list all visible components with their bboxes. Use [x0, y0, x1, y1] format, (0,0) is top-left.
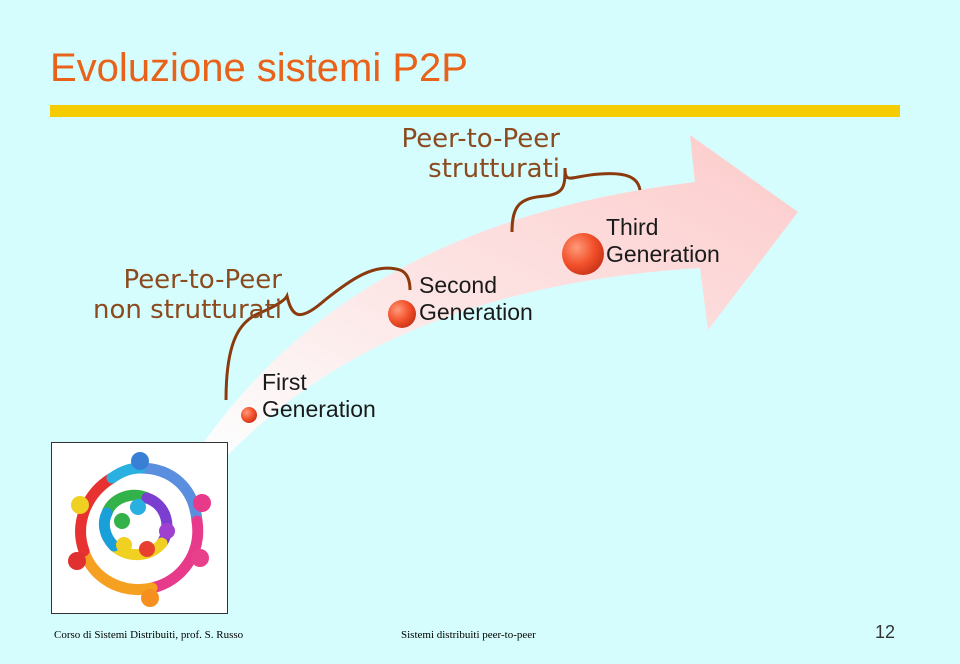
third-generation-line1: Third: [606, 214, 659, 240]
page-number: 12: [875, 622, 896, 642]
second-generation-dot: [388, 300, 416, 328]
second-generation-line2: Generation: [419, 299, 533, 325]
first-generation-line1: First: [262, 369, 307, 395]
first-generation-label: First Generation: [262, 369, 376, 423]
network-people-icon: [68, 452, 211, 607]
unstructured-label-line2: non strutturati: [93, 295, 282, 325]
structured-label-line1: Peer-to-Peer: [401, 124, 560, 154]
title-underline-bar: [50, 105, 900, 117]
first-generation-line2: Generation: [262, 396, 376, 422]
footer-course: Corso di Sistemi Distribuiti, prof. S. R…: [54, 629, 244, 641]
third-generation-dot: [562, 233, 604, 275]
evolution-arrow: [195, 135, 798, 455]
unstructured-p2p-label: Peer-to-Peer non strutturati: [60, 265, 282, 325]
slide-title: Evoluzione sistemi P2P: [50, 46, 468, 90]
network-people-image: [51, 442, 228, 614]
second-generation-line1: Second: [419, 272, 498, 298]
second-generation-label: Second Generation: [419, 272, 533, 326]
first-generation-dot: [241, 407, 257, 423]
third-generation-line2: Generation: [606, 241, 720, 267]
third-generation-label: Third Generation: [606, 214, 720, 268]
structured-label-line2: strutturati: [428, 154, 560, 184]
unstructured-label-line1: Peer-to-Peer: [123, 265, 282, 295]
structured-brace: [510, 167, 642, 233]
footer-topic: Sistemi distribuiti peer-to-peer: [401, 629, 536, 641]
structured-p2p-label: Peer-to-Peer strutturati: [370, 124, 560, 184]
unstructured-brace: [224, 266, 412, 401]
